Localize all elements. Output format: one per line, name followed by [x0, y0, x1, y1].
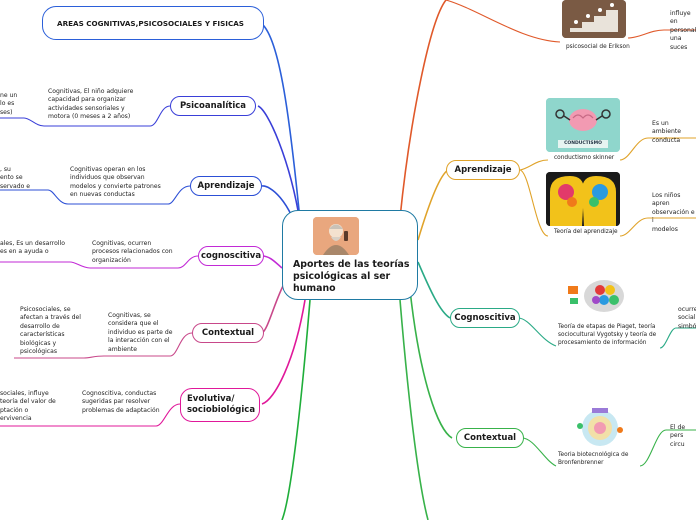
node-psicoanalitica-label: Psicoanalítica: [179, 100, 247, 111]
edge-aprendizaje-left: , su ento se servado e: [0, 166, 31, 190]
colorful-brain-icon: [560, 276, 634, 320]
edge-cognoscitiva-left: ales, Es un desarrollo es en a ayuda o: [0, 240, 65, 256]
link-cog-detail: [90, 255, 199, 269]
edge-contextual-left: Psicosociales, se afectan a través del d…: [20, 306, 81, 356]
link-top-areas: [261, 23, 301, 221]
right-text-skinner: Es un ambiente conducta: [652, 120, 681, 144]
link-evo-detail: [80, 403, 181, 427]
link-cognoscitiva-left: [261, 255, 283, 269]
brain-icon: [546, 98, 620, 152]
link-r-apr-text2: [619, 217, 696, 237]
link-apr-edge: [0, 189, 69, 205]
right-text-aprendizaje: Los niños apren observación e i modelos: [652, 192, 695, 233]
central-title: Aportes de las teorías psicológicas al s…: [293, 259, 410, 295]
node-evolutiva-label: Evolutiva/ sociobiológica: [187, 394, 256, 415]
detail-cognoscitiva-left: Cognitivas, ocurren procesos relacionado…: [92, 240, 173, 264]
node-aprendizaje-right-label: Aprendizaje: [454, 164, 512, 175]
link-psico-edge: [0, 117, 45, 127]
node-contextual-right-label: Contextual: [463, 432, 517, 443]
node-cognoscitiva-right-label: Cognoscitiva: [454, 312, 516, 323]
thinker-icon: [313, 217, 359, 255]
edge-evolutiva: sociales, influye teoría del valor de pt…: [0, 390, 56, 423]
image-aprendizaje: [546, 172, 620, 226]
link-bottom-right: [399, 299, 429, 520]
node-aprendizaje-right[interactable]: Aprendizaje: [446, 160, 520, 180]
link-apr-detail: [68, 185, 191, 205]
detail-psicoanalitica: Cognitivas, El niño adquiere capacidad p…: [48, 88, 134, 121]
image-erikson: [562, 0, 626, 38]
central-image: [313, 217, 359, 255]
edge-psicoanalitica: ne un lo es ses): [0, 92, 18, 116]
link-r-apr-text1: [619, 137, 696, 161]
link-psico-detail: [44, 105, 171, 127]
node-aprendizaje-left[interactable]: Aprendizaje: [190, 176, 262, 196]
link-r-cog-img: [517, 317, 557, 347]
heads-icon: [546, 172, 620, 226]
caption-bronfenbrenner: Teoria biotecnológica de Bronfenbrenner: [558, 452, 629, 466]
caption-aprendizaje: Teoría del aprendizaje: [554, 229, 618, 235]
node-cognoscitiva-right[interactable]: Cognoscitiva: [450, 308, 520, 328]
link-contextual-left: [261, 281, 286, 334]
node-cognoscitiva-left-label: cognoscitiva: [200, 250, 262, 261]
link-psicoanalitica: [257, 105, 301, 223]
node-areas-label: AREAS COGNITIVAS,PSICOSOCIALES Y FISICAS: [57, 18, 244, 28]
image-piaget: [560, 276, 634, 320]
right-text-erikson: influye en personalid una suces: [670, 10, 696, 51]
right-text-contextual: El de pers circu: [670, 424, 686, 448]
node-cognoscitiva-left[interactable]: cognoscitiva: [198, 246, 264, 266]
link-r-top-img: [445, 0, 561, 43]
link-cognoscitiva-right: [417, 261, 451, 319]
link-r-ctx-text: [639, 429, 696, 467]
node-contextual-left[interactable]: Contextual: [192, 323, 264, 343]
right-text-cognoscitiva: ocurre social simbó: [678, 306, 696, 330]
node-contextual-left-label: Contextual: [201, 327, 255, 338]
link-top-right: [399, 0, 447, 219]
link-ctx-edge: [14, 355, 105, 359]
stairs-icon: [562, 0, 626, 38]
node-areas[interactable]: AREAS COGNITIVAS,PSICOSOCIALES Y FISICAS: [42, 6, 264, 40]
detail-aprendizaje-left: Cognitivas operan en los individuos que …: [70, 166, 161, 199]
link-evolutiva: [261, 299, 306, 405]
image-skinner: CONDUCTISMO: [546, 98, 620, 152]
node-contextual-right[interactable]: Contextual: [456, 428, 524, 448]
link-r-cog-text: [659, 327, 696, 349]
node-aprendizaje-left-label: Aprendizaje: [197, 180, 255, 191]
caption-skinner: conductismo skinner: [554, 155, 615, 161]
link-r-apr-img2: [519, 169, 549, 237]
link-contextual-right: [409, 289, 453, 439]
node-psicoanalitica[interactable]: Psicoanalítica: [170, 96, 256, 116]
central-node[interactable]: Aportes de las teorías psicológicas al s…: [282, 210, 418, 300]
skinner-inner-label: CONDUCTISMO: [564, 141, 602, 146]
link-r-top-text: [627, 29, 696, 39]
detail-evolutiva: Cognoscitiva, conductas sugeridas par re…: [82, 390, 160, 414]
node-evolutiva[interactable]: Evolutiva/ sociobiológica: [180, 388, 260, 422]
link-ctx-detail: [104, 332, 193, 357]
link-bottom: [281, 299, 311, 520]
link-r-ctx-img: [521, 437, 557, 467]
link-aprendizaje-right: [417, 169, 449, 241]
detail-contextual-left: Cognitivas, se considera que el individu…: [108, 312, 173, 353]
caption-erikson: psicosocial de Erikson: [566, 44, 630, 50]
link-cog-edge: [0, 261, 91, 269]
ecology-icon: [570, 406, 630, 450]
image-bronfenbrenner: [570, 406, 630, 450]
link-r-apr-img1: [519, 159, 549, 171]
caption-piaget: Teoría de etapas de Piaget, teoría socio…: [558, 324, 657, 346]
